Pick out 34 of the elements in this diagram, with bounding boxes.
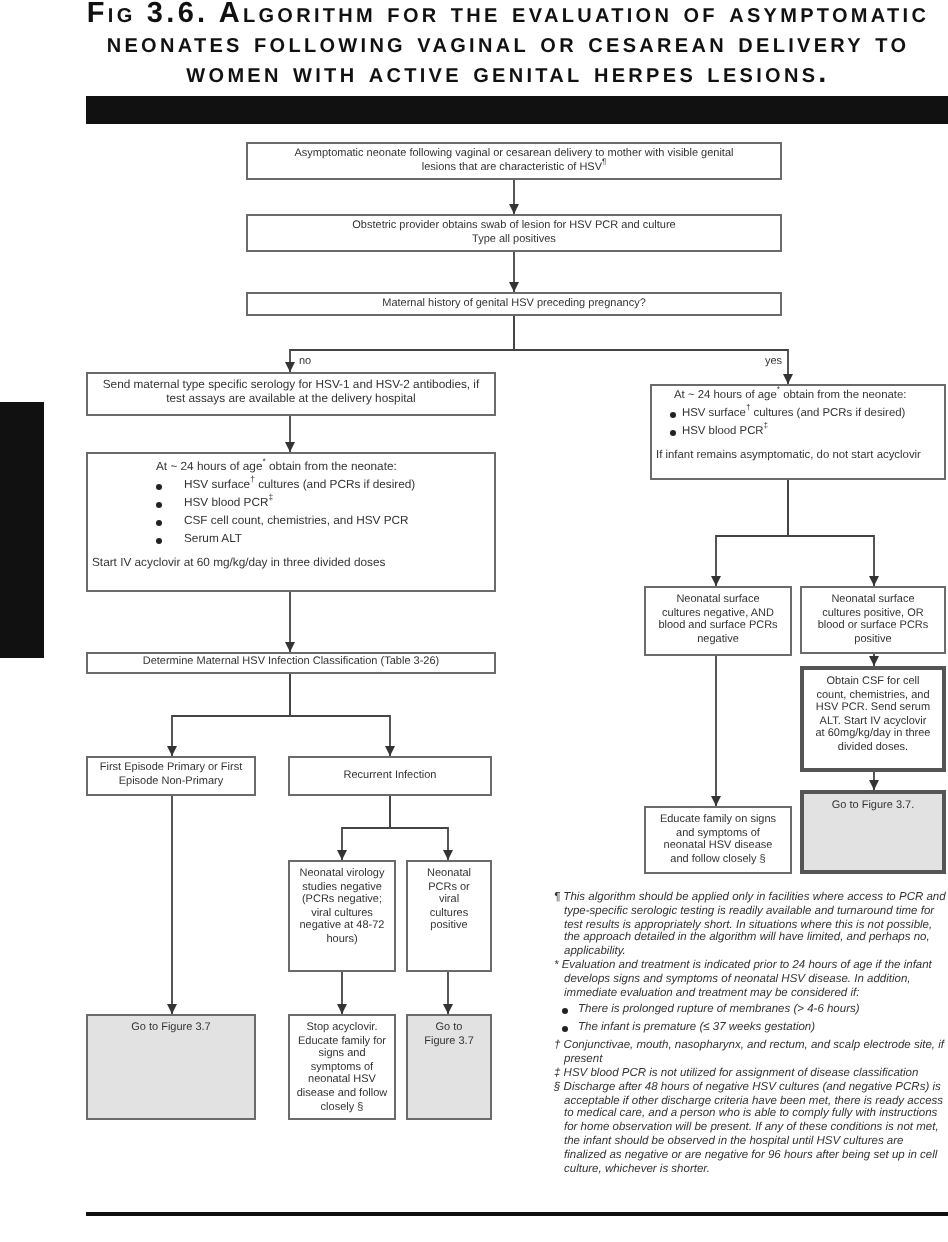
arrow <box>513 315 793 385</box>
process-box <box>86 452 496 592</box>
action-box <box>800 666 946 772</box>
reference-box <box>800 790 946 874</box>
arrow <box>509 251 519 293</box>
process-box <box>644 586 792 656</box>
process-box <box>86 652 496 674</box>
arrow <box>509 179 519 215</box>
figure-title: Fig 3.6. Algorithm for the evaluation of asymptomatic neonates following vaginal or cesarean delivery to women with active genital herpes lesions. <box>84 0 932 90</box>
process-box <box>86 372 496 416</box>
process-box <box>650 384 946 480</box>
arrow <box>869 653 879 667</box>
arrow <box>289 673 395 757</box>
process-box <box>86 756 256 796</box>
arrow <box>787 479 879 587</box>
side-tab <box>0 402 44 658</box>
process-box <box>288 860 396 972</box>
arrow <box>285 415 295 453</box>
arrow <box>337 971 347 1015</box>
process-box <box>246 142 782 180</box>
arrow <box>869 771 879 791</box>
process-box <box>406 860 492 972</box>
process-box <box>644 806 792 874</box>
arrow <box>167 795 177 1015</box>
process-box <box>800 586 946 654</box>
process-box <box>288 756 492 796</box>
reference-box <box>86 1014 256 1120</box>
arrow <box>711 655 721 807</box>
arrow <box>389 795 453 861</box>
arrow <box>285 591 295 653</box>
decision-box <box>246 292 782 316</box>
process-box <box>246 214 782 252</box>
reference-box <box>406 1014 492 1120</box>
arrow <box>443 971 453 1015</box>
